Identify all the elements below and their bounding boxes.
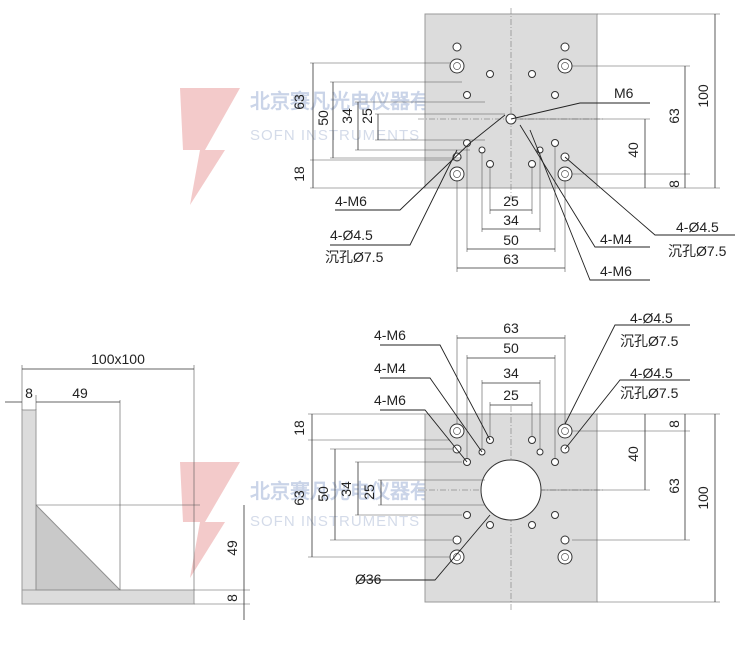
callout-label: 4-Ø4.5 bbox=[330, 227, 373, 243]
dim-label: 18 bbox=[291, 166, 307, 182]
dim-label: 63 bbox=[291, 490, 307, 506]
bracket-horizontal bbox=[21, 589, 195, 605]
bottom-callouts: 4-M6 4-M4 4-M6 4-Ø4.5 沉孔Ø7.5 4-Ø4.5 沉孔Ø7… bbox=[355, 310, 690, 587]
dim-label: 63 bbox=[291, 94, 307, 110]
dim-label: 100 bbox=[695, 486, 711, 510]
dim-label: 34 bbox=[503, 212, 519, 228]
hole bbox=[551, 458, 559, 466]
hole bbox=[528, 70, 536, 78]
dim-label: 49 bbox=[72, 385, 88, 401]
top-dims-right: 100 63 40 8 bbox=[520, 13, 720, 189]
dim-label: 63 bbox=[666, 478, 682, 494]
dim-label: 49 bbox=[224, 540, 240, 556]
hole bbox=[551, 511, 559, 519]
dim-label: 100x100 bbox=[91, 351, 145, 367]
dim-label: 8 bbox=[666, 180, 682, 188]
center-hole-36 bbox=[480, 459, 542, 521]
countersunk-hole bbox=[557, 549, 573, 565]
callout-label: 4-Ø4.5 bbox=[630, 310, 673, 326]
hole bbox=[463, 91, 471, 99]
hole bbox=[528, 436, 536, 444]
top-callouts: M6 4-M6 4-Ø4.5 沉孔Ø7.5 4-M4 4-M6 4-Ø4.5 沉… bbox=[325, 85, 735, 281]
bottom-dims-top: 63 50 34 25 bbox=[456, 320, 566, 458]
watermark-logo-icon bbox=[180, 462, 240, 578]
hole bbox=[486, 521, 494, 529]
top-view: 63 50 34 25 18 100 63 40 8 bbox=[291, 8, 735, 281]
dim-label: 25 bbox=[361, 484, 377, 500]
dim-label: 63 bbox=[503, 320, 519, 336]
dim-label: 25 bbox=[503, 387, 519, 403]
hole bbox=[528, 521, 536, 529]
dim-label: 50 bbox=[503, 340, 519, 356]
callout-label: Ø36 bbox=[355, 571, 382, 587]
countersunk-hole bbox=[449, 166, 465, 182]
dim-label: 50 bbox=[315, 110, 331, 126]
dim-label: 50 bbox=[503, 232, 519, 248]
callout-label: 4-Ø4.5 bbox=[676, 219, 719, 235]
top-dims-bottom: 25 34 50 63 bbox=[456, 146, 566, 272]
dim-label: 63 bbox=[666, 108, 682, 124]
hole bbox=[536, 448, 544, 456]
callout-label: 4-Ø4.5 bbox=[630, 365, 673, 381]
bottom-holes bbox=[449, 423, 573, 565]
dim-label: 63 bbox=[503, 251, 519, 267]
dim-label: 50 bbox=[315, 486, 331, 502]
side-view: 100x100 8 49 49 8 bbox=[5, 351, 250, 620]
dim-label: 40 bbox=[625, 142, 641, 158]
callout-label: 4-M4 bbox=[374, 360, 406, 376]
countersunk-hole bbox=[449, 423, 465, 439]
dim-label: 25 bbox=[359, 108, 375, 124]
hole bbox=[560, 42, 570, 52]
hole bbox=[463, 511, 471, 519]
countersunk-hole bbox=[557, 58, 573, 74]
dim-label: 8 bbox=[25, 385, 33, 401]
bottom-dims-left: 18 63 50 34 25 bbox=[291, 413, 485, 558]
callout-label: 沉孔Ø7.5 bbox=[325, 249, 384, 265]
dim-label: 18 bbox=[291, 420, 307, 436]
callout-label: 沉孔Ø7.5 bbox=[620, 333, 679, 349]
hole bbox=[452, 535, 462, 545]
hole bbox=[560, 535, 570, 545]
dim-label: 34 bbox=[339, 108, 355, 124]
countersunk-hole bbox=[557, 166, 573, 182]
watermark-logo-icon bbox=[180, 88, 240, 205]
top-dims-left: 63 50 34 25 18 bbox=[291, 62, 505, 189]
countersunk-hole bbox=[557, 423, 573, 439]
callout-label: 沉孔Ø7.5 bbox=[620, 385, 679, 401]
hole bbox=[452, 42, 462, 52]
bracket-gusset bbox=[35, 503, 122, 591]
callout-label: 4-M6 bbox=[374, 392, 406, 408]
dim-label: 34 bbox=[338, 481, 354, 497]
callout-label: 4-M6 bbox=[335, 193, 367, 209]
callout-label: 4-M6 bbox=[600, 263, 632, 279]
bottom-view: 63 50 34 25 18 63 50 34 25 bbox=[291, 310, 720, 612]
bottom-dims-right: 8 40 63 100 bbox=[541, 413, 720, 603]
dim-label: 34 bbox=[503, 365, 519, 381]
dim-label: 25 bbox=[503, 193, 519, 209]
dim-label: 8 bbox=[224, 594, 240, 602]
top-holes bbox=[449, 42, 573, 182]
bracket-vertical bbox=[21, 409, 37, 593]
dim-label: 8 bbox=[666, 420, 682, 428]
countersunk-hole bbox=[449, 58, 465, 74]
callout-label: 沉孔Ø7.5 bbox=[668, 243, 727, 259]
callout-label: M6 bbox=[614, 85, 634, 101]
hole bbox=[551, 91, 559, 99]
dim-label: 40 bbox=[625, 446, 641, 462]
hole bbox=[551, 139, 559, 147]
hole bbox=[486, 70, 494, 78]
countersunk-hole bbox=[449, 549, 465, 565]
dim-label: 100 bbox=[695, 84, 711, 108]
callout-label: 4-M4 bbox=[600, 231, 632, 247]
callout-label: 4-M6 bbox=[374, 327, 406, 343]
